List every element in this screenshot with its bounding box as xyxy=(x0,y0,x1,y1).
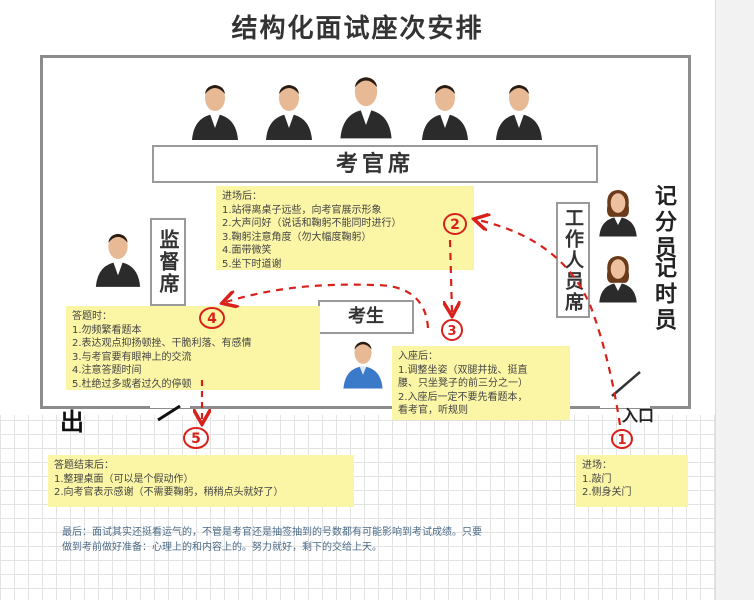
note-line: 2.大声问好（说话和鞠躬不能同时进行） xyxy=(222,218,402,229)
step-4-marker: 4 xyxy=(199,307,225,329)
candidate-label: 考生 xyxy=(318,300,414,334)
recorder-female-person-icon xyxy=(599,256,637,303)
examiner-person-icon xyxy=(422,85,468,140)
note-title: 进场： xyxy=(582,460,612,471)
examiner-person-icon xyxy=(496,85,542,140)
note-entry: 进场： 1.敲门 2.侧身关门 xyxy=(576,455,688,507)
note-enter-room: 进场后： 1.站得离桌子远些，向考官展示形象 2.大声问好（说话和鞠躬不能同时进… xyxy=(216,186,474,270)
supervisor-seat-label: 监督席 xyxy=(150,218,186,306)
candidate-person-icon xyxy=(343,341,383,389)
note-line: 1.勿频繁看题本 xyxy=(72,324,142,336)
exit-door-line xyxy=(157,404,181,422)
step-5-marker: 5 xyxy=(183,427,209,449)
note-line: 5.杜绝过多或者过久的停顿 xyxy=(72,378,192,390)
note-line: 3.与考官要有眼神上的交流 xyxy=(72,351,192,363)
step-4-number: 4 xyxy=(207,311,217,327)
step-1-number: 1 xyxy=(617,433,626,448)
step-3-number: 3 xyxy=(447,324,456,339)
note-line: 看考官，听规则 xyxy=(398,405,468,416)
entrance-door-line xyxy=(611,371,641,397)
diagram-title: 结构化面试座次安排 xyxy=(231,14,484,44)
examiner-seat-label: 考官席 xyxy=(152,145,598,183)
note-line: 4.注意答题时间 xyxy=(72,365,142,376)
note-line: 腰、只坐凳子的前三分之一） xyxy=(398,378,528,389)
examiner-person-icon xyxy=(340,77,392,139)
examiner-person-icon xyxy=(192,85,238,140)
note-answering: 答题时： 1.勿频繁看题本 2.表达观点抑扬顿挫、干脆利落、有感情 3.与考官要… xyxy=(66,306,320,390)
arrow-greet-to-seat xyxy=(450,239,452,312)
note-line: 2.入座后一定不要先看题本， xyxy=(398,391,528,403)
step-2-marker: 2 xyxy=(443,213,467,235)
entrance-door-gap xyxy=(600,400,650,408)
note-line: 1.敲门 xyxy=(582,473,612,485)
arrow-entry-to-greet xyxy=(478,220,622,426)
note-title: 答题结束后： xyxy=(54,460,114,471)
note-line: 3.鞠躬注意角度（勿大幅度鞠躬） xyxy=(222,231,372,243)
arrow-seat-to-answer xyxy=(226,283,430,329)
step-3-marker: 3 xyxy=(441,319,463,341)
entrance-label: 入口 xyxy=(622,406,655,425)
note-seated: 入座后： 1.调整坐姿（双腿并拢、挺直 腰、只坐凳子的前三分之一） 2.入座后一… xyxy=(392,346,570,420)
final-note-text: 最后：面试其实还挺看运气的，不管是考官还是抽签抽到的号数都有可能影响到考试成绩。… xyxy=(62,527,482,553)
supervisor-person-icon xyxy=(95,233,141,287)
exit-label: 出 xyxy=(60,408,84,436)
note-line: 5.坐下时道谢 xyxy=(222,258,282,270)
step-1-marker: 1 xyxy=(611,429,633,449)
step-5-number: 5 xyxy=(191,431,201,447)
note-line: 1.整理桌面（可以是个假动作） xyxy=(54,473,194,485)
note-line: 2.表达观点抑扬顿挫、干脆利落、有感情 xyxy=(72,338,252,349)
note-after-answer: 答题结束后： 1.整理桌面（可以是个假动作） 2.向考官表示感谢（不需要鞠躬，稍… xyxy=(48,455,354,507)
note-line: 2.侧身关门 xyxy=(582,487,632,498)
examiner-person-icon xyxy=(266,85,312,140)
scrollbar-track[interactable] xyxy=(715,0,754,600)
note-title: 进场后： xyxy=(222,191,262,202)
note-line: 1.调整坐姿（双腿并拢、挺直 xyxy=(398,364,528,376)
recorder-female-person-icon xyxy=(599,190,637,237)
time-recorder-label: 记时员 xyxy=(651,256,677,334)
note-line: 4.面带微笑 xyxy=(222,245,272,256)
note-line: 1.站得离桌子远些，向考官展示形象 xyxy=(222,204,382,216)
staff-seat-label: 工作人员席 xyxy=(556,202,590,318)
note-title: 答题时： xyxy=(72,311,112,322)
step-2-number: 2 xyxy=(450,217,460,233)
exit-door-gap xyxy=(150,400,190,408)
score-recorder-label: 记分员 xyxy=(651,184,677,262)
note-line: 2.向考官表示感谢（不需要鞠躬，稍稍点头就好了） xyxy=(54,487,284,498)
note-title: 入座后： xyxy=(398,351,438,362)
